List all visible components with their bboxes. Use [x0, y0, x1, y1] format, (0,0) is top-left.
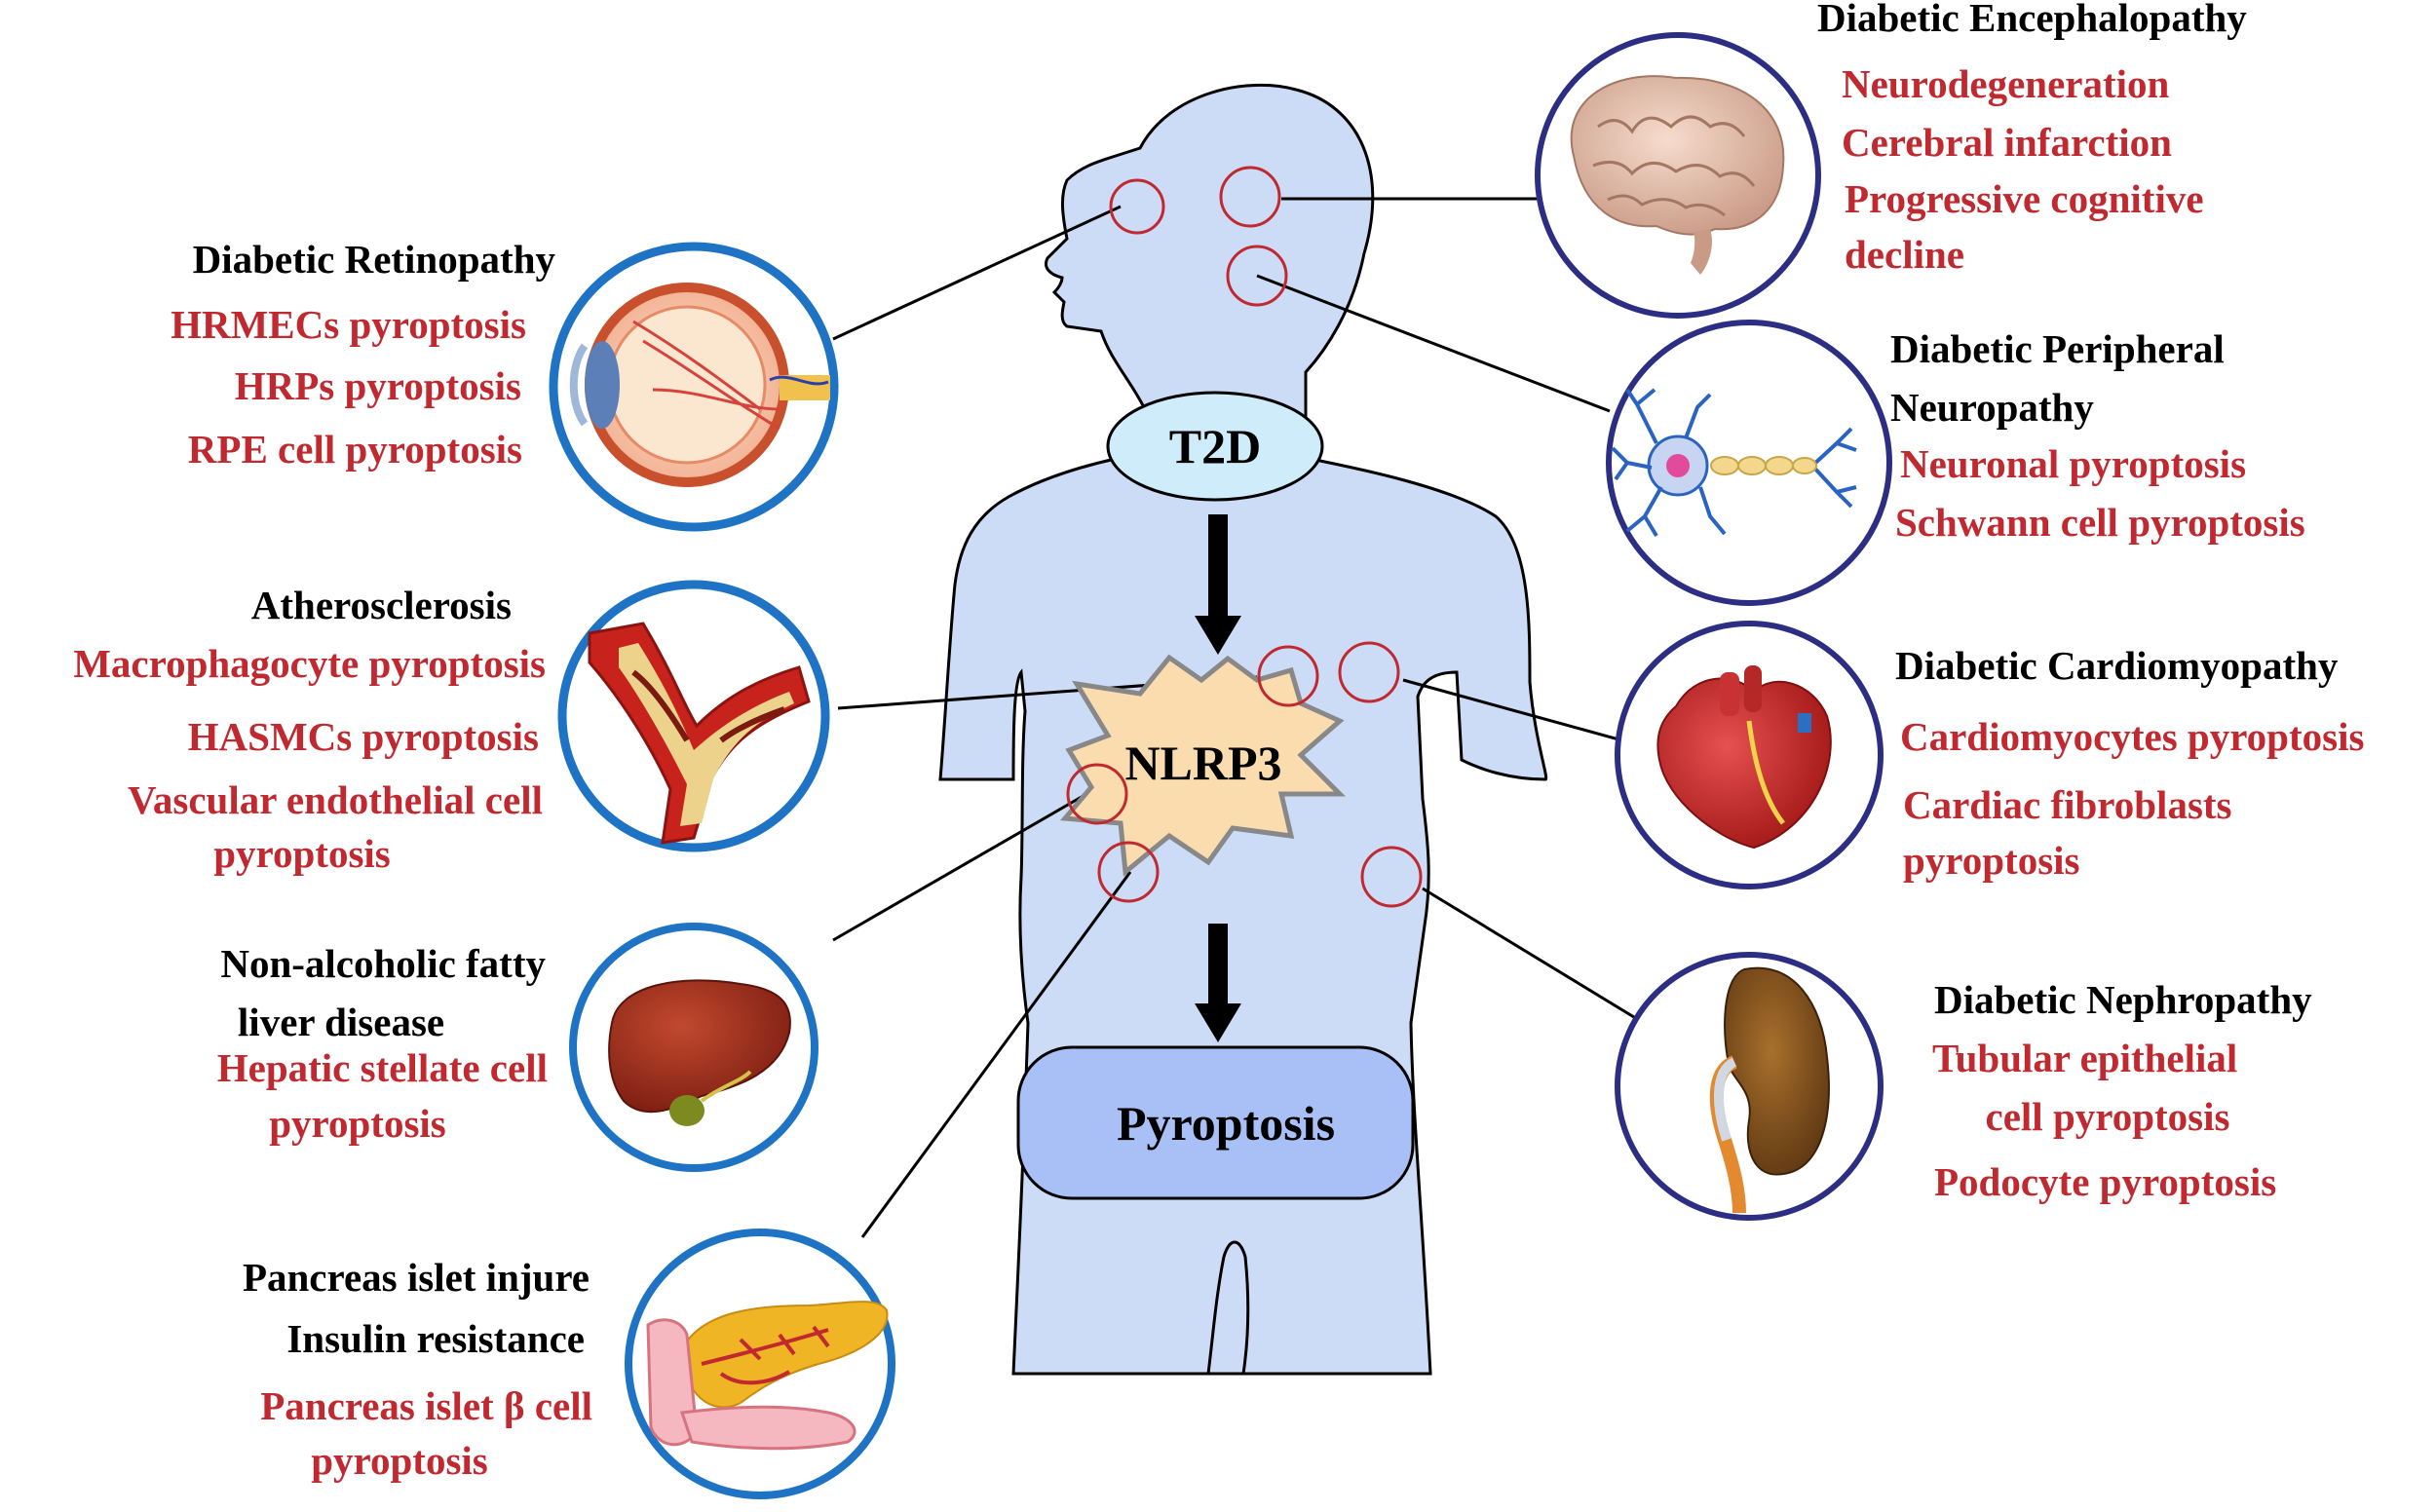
neuropathy-title: Diabetic Peripheral — [1890, 326, 2225, 371]
cardiomyopathy-label-group: Diabetic Cardiomyopathy Cardiomyocytes p… — [1895, 643, 2364, 883]
nephropathy-label-group: Diabetic Nephropathy Tubular epithelial … — [1932, 977, 2312, 1204]
nafld-title: Non-alcoholic fatty — [220, 941, 546, 986]
nafld-icon-group — [569, 923, 818, 1172]
encephalopathy-item: decline — [1845, 232, 1964, 277]
retinopathy-item: HRPs pyroptosis — [235, 363, 521, 408]
neuropathy-icon-group — [1606, 320, 1892, 606]
t2d-label: T2D — [1169, 419, 1261, 473]
brain-icon — [1570, 75, 1785, 275]
nephropathy-item: Podocyte pyroptosis — [1934, 1159, 2276, 1204]
atherosclerosis-item: pyroptosis — [213, 831, 391, 876]
neuropathy-title: Neuropathy — [1890, 385, 2094, 430]
nafld-item: Hepatic stellate cell — [217, 1045, 548, 1090]
retinopathy-label-group: Diabetic Retinopathy HRMECs pyroptosis H… — [171, 237, 555, 472]
pancreas-icon — [646, 1301, 889, 1451]
encephalopathy-item: Progressive cognitive — [1845, 176, 2204, 221]
encephalopathy-title: Diabetic Encephalopathy — [1817, 0, 2247, 40]
t2d-node — [1106, 391, 1324, 502]
encephalopathy-item: Neurodegeneration — [1842, 61, 2170, 106]
pyroptosis-label: Pyroptosis — [1117, 1096, 1335, 1151]
site-circle-artery — [1257, 645, 1319, 707]
cardiomyopathy-item: Cardiac fibroblasts — [1903, 782, 2232, 827]
nlrp3-node — [1059, 654, 1347, 877]
encephalopathy-label-group: Diabetic Encephalopathy Neurodegeneratio… — [1817, 0, 2247, 277]
nlrp3-label: NLRP3 — [1124, 736, 1281, 790]
pancreas-label-group: Pancreas islet injure Insulin resistance… — [243, 1255, 592, 1483]
retinopathy-title: Diabetic Retinopathy — [193, 237, 556, 282]
site-circle-liver — [1066, 763, 1128, 825]
arrow-nlrp3-to-pyroptosis — [1195, 924, 1241, 1042]
nafld-title: liver disease — [238, 1000, 444, 1044]
nephropathy-title: Diabetic Nephropathy — [1934, 977, 2312, 1022]
artery-icon — [588, 622, 811, 845]
neuropathy-label-group: Diabetic Peripheral Neuropathy Neuronal … — [1890, 326, 2305, 545]
cardiomyopathy-title: Diabetic Cardiomyopathy — [1895, 643, 2339, 688]
pancreas-icon-group — [625, 1228, 895, 1499]
site-circle-kidney — [1360, 846, 1423, 908]
pyroptosis-node — [1016, 1045, 1415, 1200]
atherosclerosis-item: Macrophagocyte pyroptosis — [73, 641, 546, 686]
encephalopathy-icon-group — [1535, 32, 1821, 319]
encephalopathy-item: Cerebral infarction — [1842, 120, 2172, 165]
pancreas-item: Pancreas islet β cell — [260, 1383, 592, 1428]
nephropathy-item: cell pyroptosis — [1986, 1094, 2230, 1139]
atherosclerosis-item: HASMCs pyroptosis — [188, 714, 539, 759]
kidney-icon — [1709, 966, 1830, 1214]
pancreas-title: Insulin resistance — [286, 1316, 585, 1361]
retinopathy-item: RPE cell pyroptosis — [188, 427, 522, 472]
atherosclerosis-label-group: Atherosclerosis Macrophagocyte pyroptosi… — [73, 583, 546, 876]
site-circle-pancreas — [1097, 841, 1160, 903]
neuron-icon — [1611, 388, 1857, 538]
site-circle-heart — [1338, 641, 1400, 703]
heart-icon — [1656, 665, 1832, 850]
cardiomyopathy-item: Cardiomyocytes pyroptosis — [1900, 714, 2364, 759]
eye-icon — [569, 283, 830, 487]
cardiomyopathy-item: pyroptosis — [1903, 838, 2080, 883]
nafld-label-group: Non-alcoholic fatty liver disease Hepati… — [217, 941, 548, 1146]
nafld-item: pyroptosis — [269, 1101, 446, 1146]
retinopathy-icon-group — [549, 242, 839, 532]
neuropathy-item: Schwann cell pyroptosis — [1895, 500, 2305, 545]
liver-icon — [608, 979, 791, 1126]
pancreas-item: pyroptosis — [311, 1438, 488, 1483]
atherosclerosis-icon-group — [557, 580, 830, 852]
site-circle-brain — [1219, 166, 1281, 228]
atherosclerosis-title: Atherosclerosis — [251, 583, 512, 627]
neuropathy-item: Neuronal pyroptosis — [1900, 441, 2246, 486]
site-circle-nerve — [1226, 245, 1288, 307]
nephropathy-item: Tubular epithelial — [1932, 1036, 2237, 1080]
pancreas-title: Pancreas islet injure — [243, 1255, 590, 1300]
cardiomyopathy-icon-group — [1615, 621, 1884, 889]
arrow-t2d-to-nlrp3 — [1195, 514, 1241, 655]
retinopathy-item: HRMECs pyroptosis — [171, 302, 526, 347]
site-circle-eye — [1109, 178, 1165, 235]
site-circles — [1066, 166, 1423, 908]
atherosclerosis-item: Vascular endothelial cell — [128, 777, 543, 822]
nephropathy-icon-group — [1615, 952, 1884, 1221]
